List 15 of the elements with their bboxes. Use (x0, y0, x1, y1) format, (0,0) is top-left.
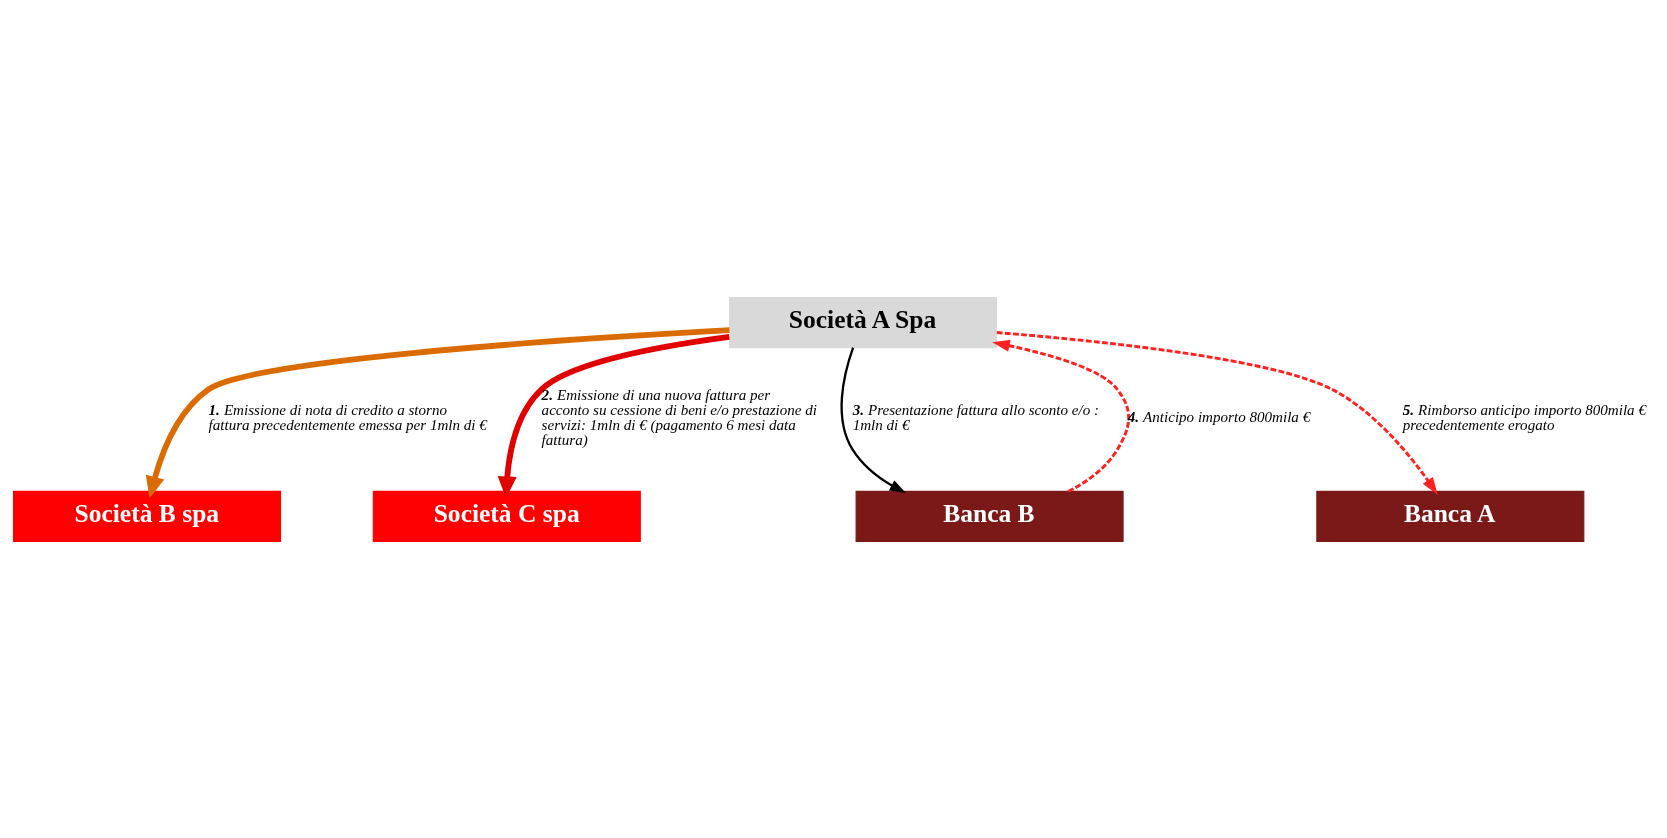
node-box: Banca A (1316, 490, 1585, 542)
node-box: Banca B (855, 490, 1124, 542)
node-box: Società C spa (372, 490, 641, 542)
node-box: Società A Spa (729, 296, 998, 348)
edge-label: 1. Emissione di nota di credito a storno fattura precedentemente emessa per 1mln di € (208, 401, 487, 433)
edge-label: 2. Emissione di una nuova fattura per acconto su cessione di beni e/o prestazione di servizi: 1mln di € (pagamento 6 mesi data fattura) (541, 386, 818, 448)
arrow (992, 339, 1131, 493)
arrow (840, 346, 906, 493)
edge-label: 4. Anticipo importo 800mila € (1127, 408, 1311, 425)
node-box: Società B spa (13, 490, 282, 542)
edge-label: 3. Presentazione fattura allo sconto e/o : 1mln di € (852, 401, 1100, 433)
edge-label: 5. Rimborso anticipo importo 800mila € precedentemente erogato (1402, 401, 1646, 433)
arrow (996, 330, 1438, 495)
arrow (497, 333, 730, 498)
arrow (145, 326, 730, 498)
